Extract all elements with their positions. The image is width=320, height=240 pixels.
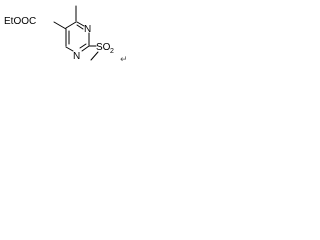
bond-c6-n1: [65, 46, 74, 52]
bond-c4-c5: [65, 21, 77, 29]
structure-canvas: EtOOC N N SO 2 ↵: [0, 0, 143, 68]
bond-n3-c4: [76, 21, 85, 27]
sulfonyl-subscript: 2: [110, 48, 114, 55]
bond-n1-c2: [81, 45, 90, 52]
ester-label: EtOOC: [4, 16, 36, 27]
return-mark: ↵: [120, 55, 128, 65]
bond-c5-ester: [53, 21, 67, 30]
chemical-structure: EtOOC N N SO 2 ↵: [4, 5, 128, 65]
bond-n3-c4-inner: [76, 24, 84, 30]
bond-n1-c2-inner: [79, 43, 87, 49]
bond-sulfonyl-methyl: [90, 51, 99, 61]
sulfonyl-label: SO: [96, 42, 111, 53]
ring-nitrogen-bottom: N: [73, 51, 80, 62]
ring-nitrogen-top: N: [84, 24, 91, 35]
